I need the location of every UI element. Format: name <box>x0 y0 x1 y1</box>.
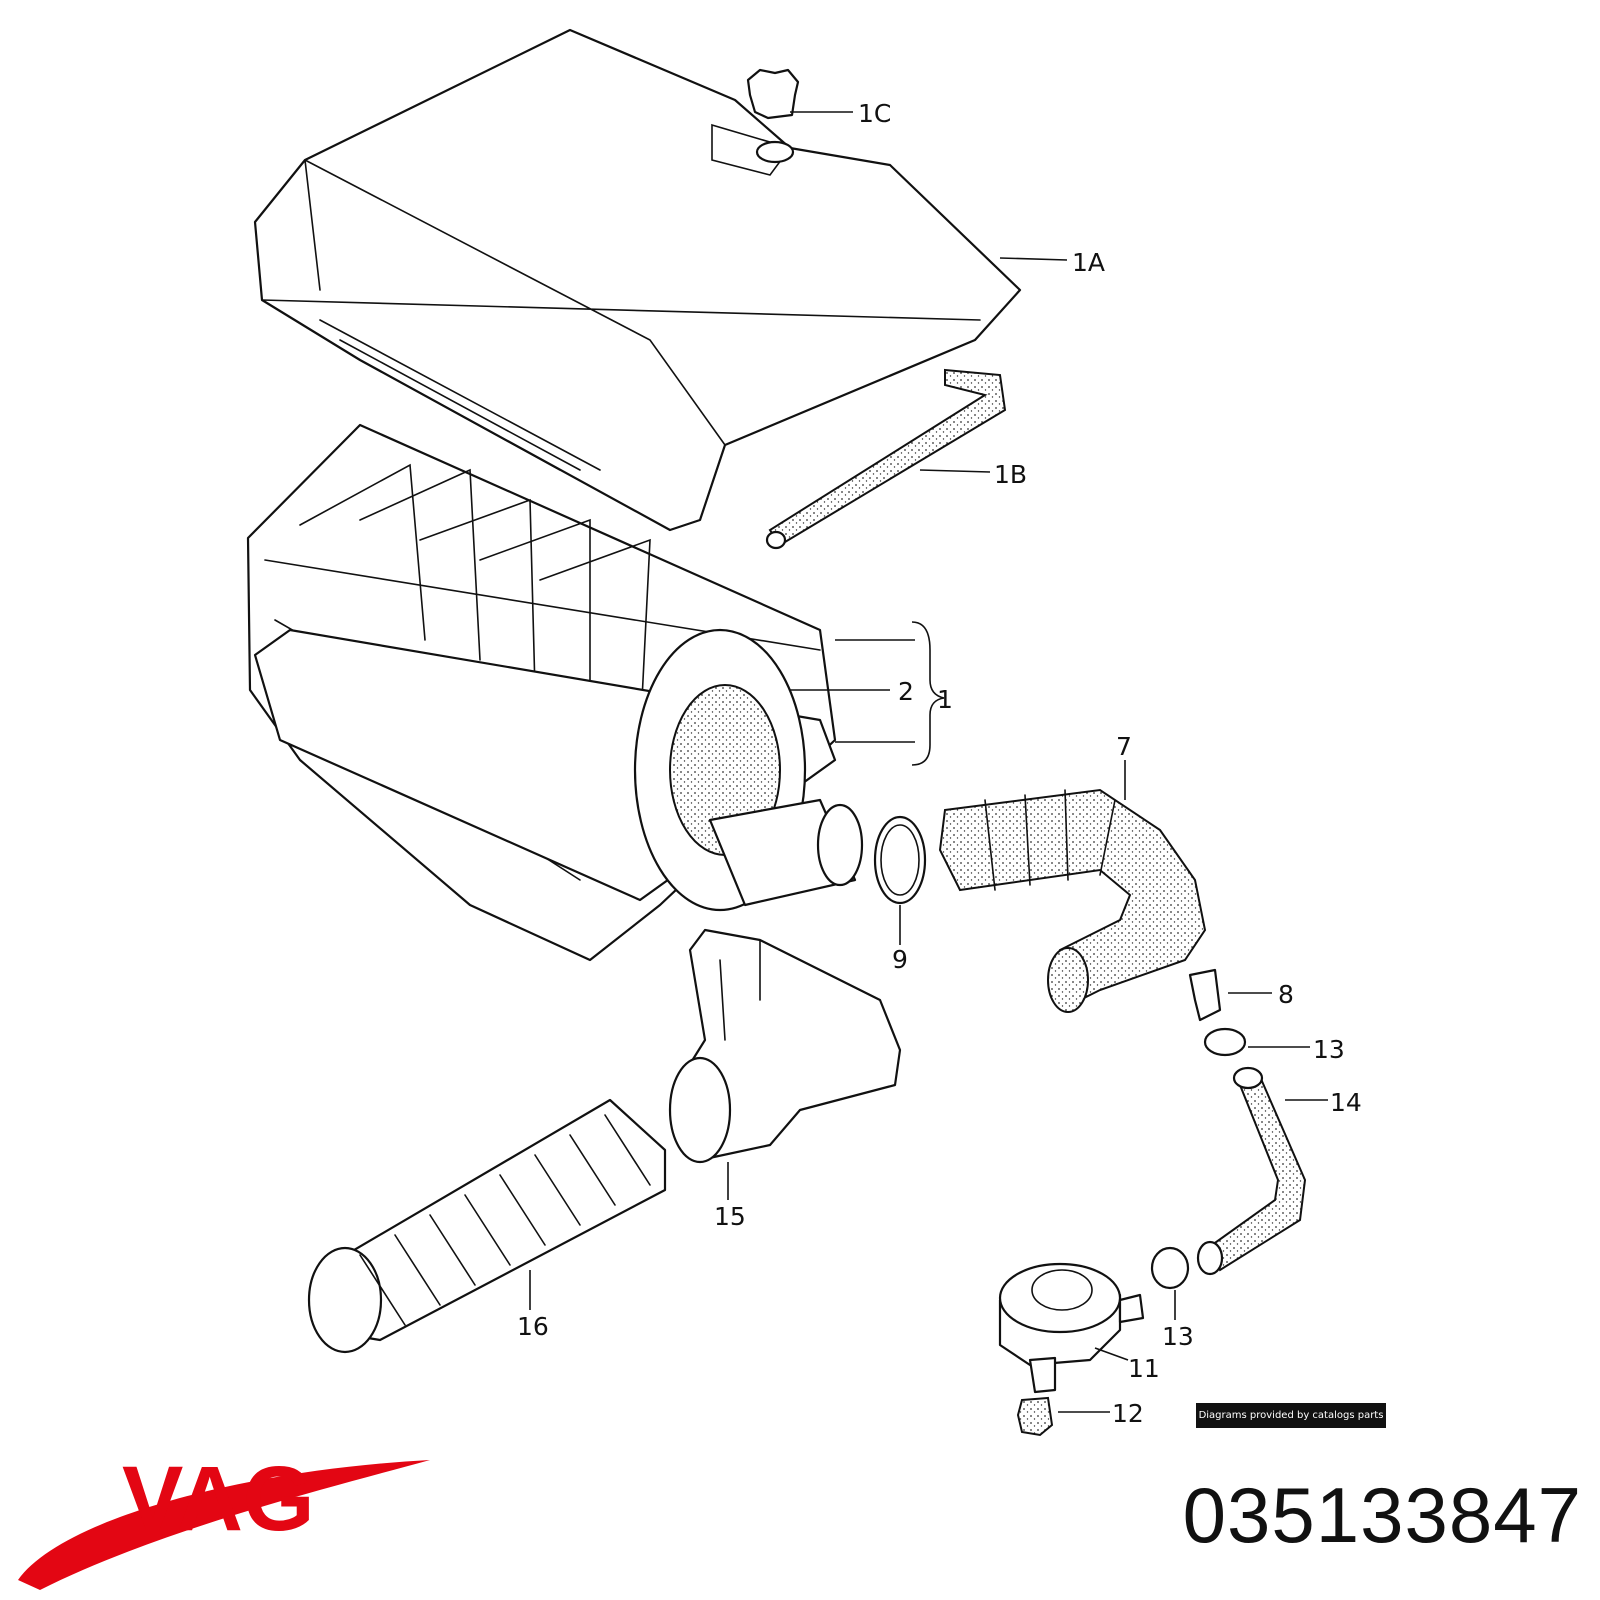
callout-1c: 1C <box>858 99 891 128</box>
connector-part <box>1188 968 1222 1022</box>
pressure-valve-part <box>998 1262 1145 1394</box>
intake-duct-part <box>668 928 902 1164</box>
callout-11: 11 <box>1128 1354 1160 1383</box>
callout-12: 12 <box>1112 1399 1144 1428</box>
callout-15: 15 <box>714 1202 746 1231</box>
diagram-credit: Diagrams provided by catalogs parts <box>1196 1403 1386 1428</box>
callout-1b: 1B <box>994 460 1027 489</box>
vag-logo: VAG <box>18 1448 430 1590</box>
callout-14: 14 <box>1330 1088 1362 1117</box>
callout-9: 9 <box>892 945 908 974</box>
hose-clamp-part <box>873 815 927 905</box>
svg-text:VAG: VAG <box>122 1448 315 1550</box>
housing-lid-part <box>253 28 1022 532</box>
cap-part <box>746 68 800 120</box>
callout-13-lower: 13 <box>1162 1322 1194 1351</box>
callout-16: 16 <box>517 1312 549 1341</box>
outlet-duct-part <box>633 628 864 912</box>
small-clamp-lower-part <box>1150 1246 1190 1290</box>
callout-8: 8 <box>1278 980 1294 1009</box>
small-clamp-upper-part <box>1203 1027 1247 1057</box>
part-number: 035133847 <box>1182 1471 1582 1559</box>
callout-2: 2 <box>898 677 914 706</box>
leader-lines <box>529 111 1328 1413</box>
callout-1: 1 <box>937 685 953 714</box>
breather-hose-part <box>1196 1066 1307 1276</box>
callout-7: 7 <box>1116 732 1132 761</box>
callout-13-upper: 13 <box>1313 1035 1345 1064</box>
rubber-hose-part <box>938 788 1207 1013</box>
corrugated-hose-part <box>307 1098 667 1354</box>
valve-cap-part <box>1016 1396 1054 1437</box>
callout-1a: 1A <box>1072 248 1105 277</box>
seal-strip-part <box>765 368 1007 550</box>
